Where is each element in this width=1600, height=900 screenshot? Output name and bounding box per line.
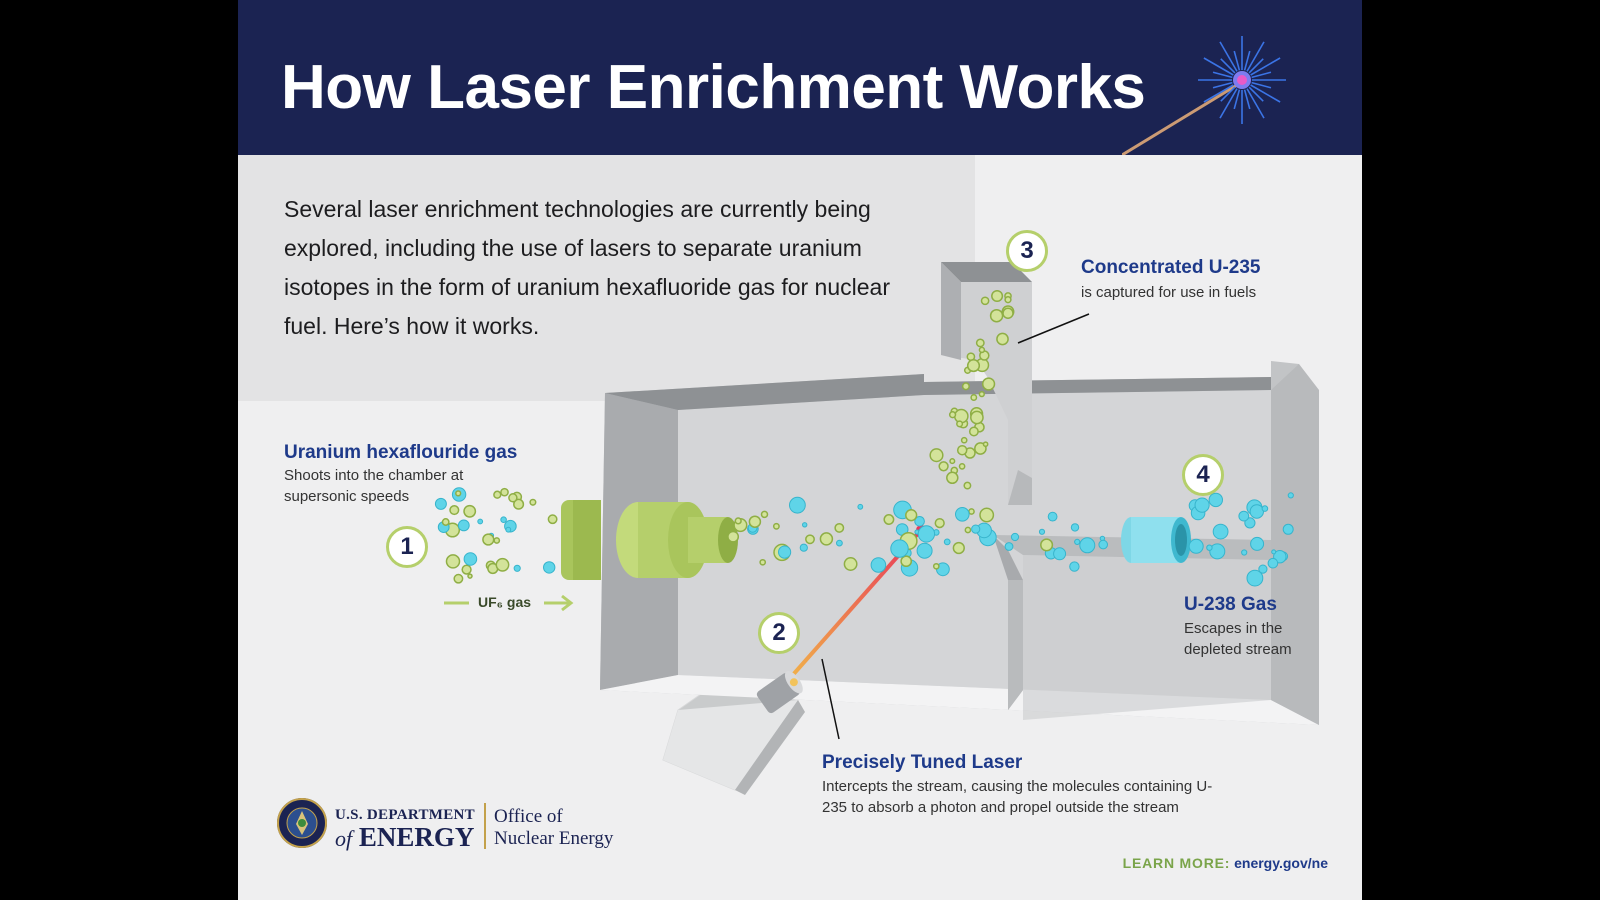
leader-lines <box>821 313 1090 740</box>
laser-housing <box>662 679 805 795</box>
learn-more-link[interactable]: energy.gov/ne <box>1234 855 1328 871</box>
infographic-panel: How Laser Enrichment Works Several laser… <box>238 0 1362 900</box>
doe-seal-icon <box>277 798 327 848</box>
intro-text: Several laser enrichment technologies ar… <box>284 196 890 339</box>
logo-divider <box>484 803 486 849</box>
learn-more-label: LEARN MORE: <box>1122 855 1231 871</box>
step-1-title: Uranium hexaflouride gas <box>284 442 518 463</box>
step-badge-3: 3 <box>1006 230 1048 272</box>
step-3-description: is captured for use in fuels <box>1081 284 1257 301</box>
step-badge-1: 1 <box>386 526 428 568</box>
department-name-main: of ENERGY <box>335 822 475 852</box>
outlet-nozzle <box>1121 517 1191 563</box>
department-name-top: U.S. DEPARTMENT <box>335 807 475 823</box>
step-4-description: Escapes in the depleted stream <box>1184 620 1292 658</box>
gas-particles <box>434 289 1294 587</box>
step-3-title: Concentrated U-235 <box>1081 257 1261 278</box>
header-banner: How Laser Enrichment Works <box>238 0 1362 155</box>
flow-label: UF₆ gas <box>478 594 532 610</box>
step-badge-2: 2 <box>758 612 800 654</box>
step-1-description: Shoots into the chamber at supersonic sp… <box>284 467 464 505</box>
learn-more: LEARN MORE: energy.gov/ne <box>1123 855 1328 871</box>
enrichment-chamber-diagram <box>434 262 1319 795</box>
uf6-flow-arrows <box>444 594 574 612</box>
step-2-description: Intercepts the stream, causing the molec… <box>822 778 1213 816</box>
intro-background <box>238 155 975 401</box>
step-badge-4: 4 <box>1182 454 1224 496</box>
inlet-nozzle <box>561 500 738 580</box>
page-title: How Laser Enrichment Works <box>281 53 1146 122</box>
step-2-title: Precisely Tuned Laser <box>822 752 1023 773</box>
arrow-right-icon <box>544 594 574 612</box>
step-4-title: U-238 Gas <box>1184 594 1277 615</box>
laser-burst-icon <box>1122 36 1286 155</box>
